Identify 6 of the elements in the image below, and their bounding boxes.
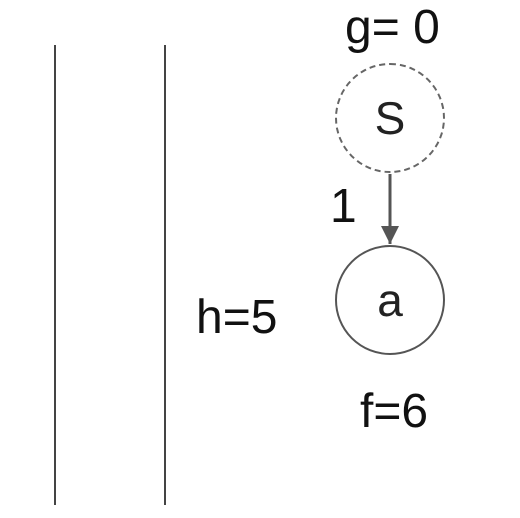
node-label: a (377, 277, 403, 323)
node-label: S (374, 95, 406, 141)
cost-label: f=6 (360, 388, 428, 436)
arrow (381, 174, 399, 244)
cost-label: g= 0 (345, 4, 440, 52)
cost-label: h=5 (196, 294, 278, 342)
